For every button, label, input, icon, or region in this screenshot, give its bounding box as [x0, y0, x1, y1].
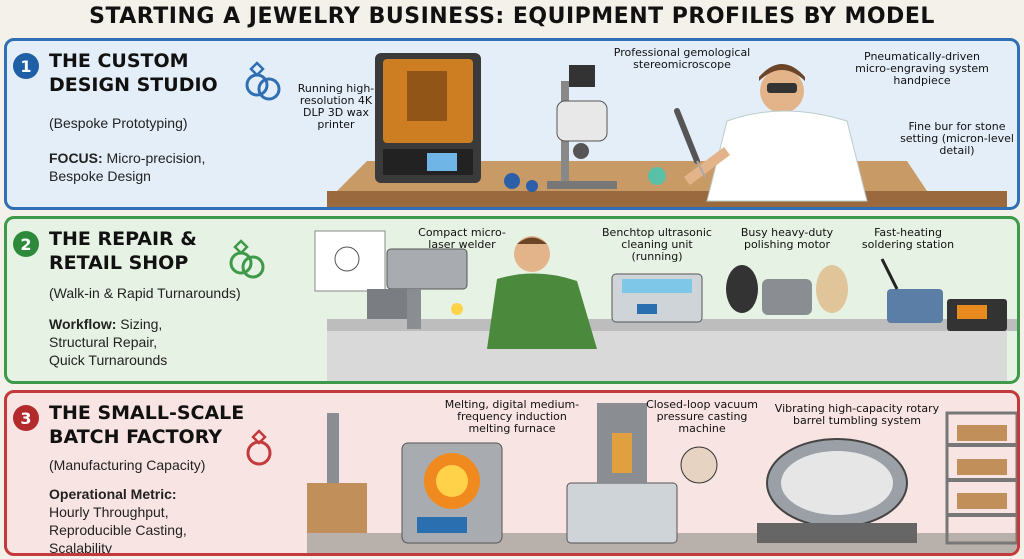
label-bur: Fine bur for stone setting (micron-level… [900, 120, 1014, 157]
desc-key: FOCUS: [49, 150, 103, 166]
desc-line2: Hourly Throughput, [49, 504, 169, 520]
desc-line3: Reproducible Casting, [49, 522, 187, 538]
induction-furnace [401, 442, 503, 544]
panel-subtitle: (Walk-in & Rapid Turnarounds) [49, 285, 241, 301]
panel-repair-retail-shop: 2 THE REPAIR & RETAIL SHOP (Walk-in & Ra… [4, 216, 1020, 384]
panel-custom-design-studio: 1 THE CUSTOM DESIGN STUDIO (Bespoke Prot… [4, 38, 1020, 210]
ultrasonic-cleaner [611, 273, 703, 323]
ingot-crate [307, 483, 367, 533]
desc-line3: Quick Turnarounds [49, 352, 168, 368]
panel-number-badge: 1 [13, 53, 39, 79]
panel-title: THE SMALL-SCALE BATCH FACTORY [49, 401, 244, 449]
label-ultrasonic: Benchtop ultrasonic cleaning unit (runni… [602, 226, 712, 263]
panel-title-line2: DESIGN STUDIO [49, 74, 218, 96]
scene-repair-shop: Compact micro-laser welder Benchtop ultr… [307, 219, 1017, 381]
polishing-motor [726, 265, 848, 315]
panel-batch-factory: 3 THE SMALL-SCALE BATCH FACTORY (Manufac… [4, 390, 1020, 556]
repair-shop-illustration [314, 230, 1017, 381]
panel-subtitle: (Bespoke Prototyping) [49, 115, 188, 131]
panel-number-badge: 3 [13, 405, 39, 431]
label-polisher: Busy heavy-duty polishing motor [740, 226, 834, 251]
panel-title: THE CUSTOM DESIGN STUDIO [49, 49, 218, 97]
label-vacuum-casting: Closed-loop vacuum pressure casting mach… [646, 398, 758, 435]
panel-subtitle: (Manufacturing Capacity) [49, 457, 206, 473]
label-stereomicroscope: Professional gemological stereomicroscop… [613, 46, 751, 71]
sketch-board [314, 230, 386, 292]
stereomicroscope [547, 65, 617, 189]
technician-figure [487, 236, 597, 349]
panel-title-line2: RETAIL SHOP [49, 252, 189, 274]
desc-line4: Scalability [49, 540, 113, 556]
stone-setting-bur [696, 160, 706, 178]
label-engraver: Pneumatically-driven micro-engraving sys… [855, 50, 989, 87]
page-title: STARTING A JEWELRY BUSINESS: EQUIPMENT P… [89, 4, 935, 29]
rotary-tumbler [757, 438, 917, 543]
scene-batch-factory: Melting, digital medium-frequency induct… [307, 393, 1017, 553]
label-3d-printer: Running high-resolution 4K DLP 3D wax pr… [297, 82, 375, 131]
panel-description: Operational Metric: Hourly Throughput, R… [49, 485, 187, 556]
label-laser-welder: Compact micro-laser welder [418, 226, 506, 251]
soldering-station [880, 258, 1007, 331]
engraver-handpiece [674, 108, 700, 164]
panel-title-line1: THE CUSTOM [49, 50, 189, 72]
vacuum-casting-machine [566, 403, 718, 544]
scene-design-studio: Running high-resolution 4K DLP 3D wax pr… [298, 41, 1017, 207]
desc-rest: Sizing, [116, 316, 163, 332]
rings-icon [245, 61, 281, 101]
desc-key: Workflow: [49, 316, 117, 332]
label-soldering: Fast-heating soldering station [861, 226, 955, 251]
label-tumbler: Vibrating high-capacity rotary barrel tu… [774, 402, 940, 427]
panel-title-line1: THE SMALL-SCALE [49, 402, 245, 424]
3d-printer [375, 53, 481, 183]
design-studio-illustration [327, 53, 1007, 207]
panel-description: Workflow: Sizing, Structural Repair, Qui… [49, 315, 167, 369]
desc-line2: Structural Repair, [49, 334, 158, 350]
storage-shelves [945, 411, 1017, 545]
panel-number-badge: 2 [13, 231, 39, 257]
jeweler-figure [684, 64, 868, 202]
desc-rest: Micro-precision, [102, 150, 206, 166]
panel-title: THE REPAIR & RETAIL SHOP [49, 227, 197, 275]
desc-key: Operational Metric: [49, 486, 177, 502]
rings-icon [229, 239, 265, 279]
panel-title-line1: THE REPAIR & [49, 228, 197, 250]
panel-description: FOCUS: Micro-precision, Bespoke Design [49, 149, 205, 185]
desc-line2: Bespoke Design [49, 168, 151, 184]
laser-welder [367, 248, 468, 329]
ring-icon [246, 429, 272, 466]
label-furnace: Melting, digital medium-frequency induct… [444, 398, 580, 435]
panel-title-line2: BATCH FACTORY [49, 426, 223, 448]
batch-factory-illustration [307, 403, 1017, 553]
